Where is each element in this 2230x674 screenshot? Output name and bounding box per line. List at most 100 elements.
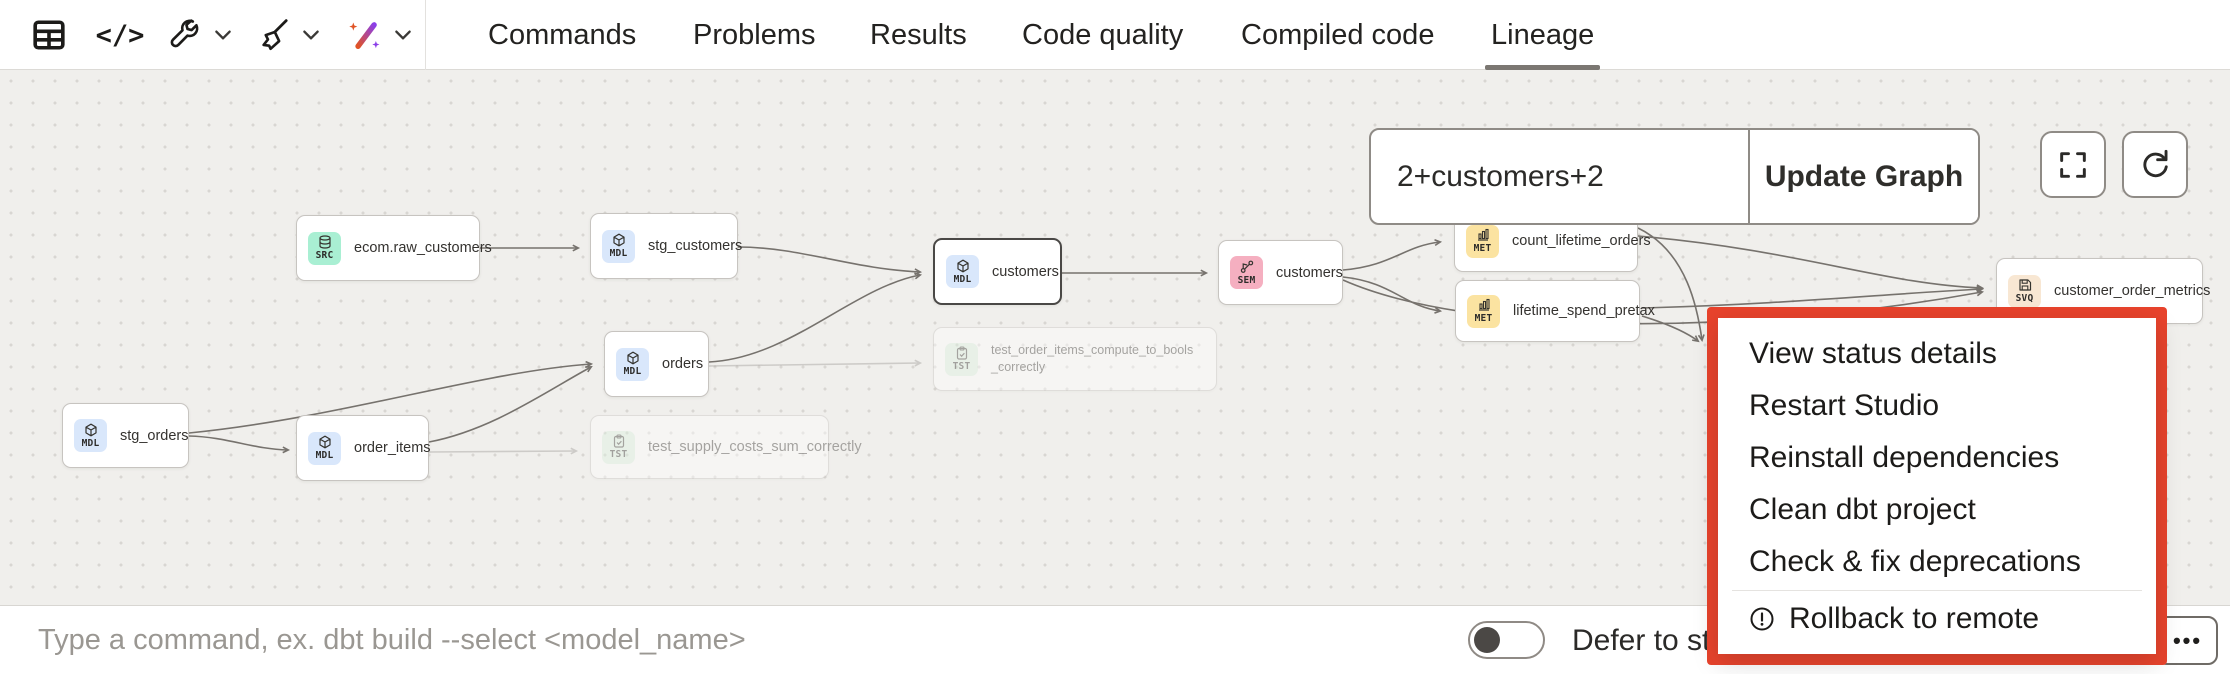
refresh-button[interactable] xyxy=(2122,131,2188,198)
cube-icon xyxy=(84,423,97,436)
badge-label: MDL xyxy=(623,366,642,377)
badge-label: MDL xyxy=(315,450,334,461)
update-graph-button[interactable]: Update Graph xyxy=(1750,130,1978,223)
tab-code-quality[interactable]: Code quality xyxy=(1022,0,1183,70)
clean-tools-button[interactable] xyxy=(252,0,294,70)
lineage-node-stg_orders[interactable]: MDL stg_orders xyxy=(62,403,189,468)
cube-icon xyxy=(626,351,639,365)
lineage-node-customers_model[interactable]: MDL customers xyxy=(933,238,1062,305)
fullscreen-button[interactable] xyxy=(2040,131,2106,198)
selector-value: 2+customers+2 xyxy=(1397,159,1604,193)
menu-item-reinstall-dependencies[interactable]: Reinstall dependencies xyxy=(1718,432,2156,484)
tab-lineage[interactable]: Lineage xyxy=(1484,0,1601,70)
menu-item-label: Restart Studio xyxy=(1749,388,1940,422)
table-view-button[interactable] xyxy=(24,0,74,70)
top-toolbar: </> xyxy=(0,0,2230,70)
node-type-badge-mdl: MDL xyxy=(308,431,341,465)
code-view-button[interactable]: </> xyxy=(95,0,145,70)
node-type-badge-svq: SVQ xyxy=(2008,274,2041,308)
defer-toggle[interactable] xyxy=(1468,621,1545,659)
node-label: stg_orders xyxy=(120,427,189,444)
badge-label: MET xyxy=(1473,243,1492,254)
node-type-badge-sem: SEM xyxy=(1230,256,1263,289)
menu-item-label: Reinstall dependencies xyxy=(1749,440,2060,474)
code-icon: </> xyxy=(95,19,145,51)
lineage-selector: 2+customers+2 Update Graph xyxy=(1369,128,1980,225)
command-input[interactable]: Type a command, ex. dbt build --select <… xyxy=(38,606,1338,674)
badge-label: SEM xyxy=(1237,274,1256,286)
tab-commands[interactable]: Commands xyxy=(488,0,636,70)
node-label: stg_customers xyxy=(648,238,743,254)
build-tools-dropdown[interactable] xyxy=(206,0,240,70)
node-label: test_order_items_compute_to_bools_correc… xyxy=(991,343,1194,374)
badge-label: MDL xyxy=(953,273,972,285)
tab-results[interactable]: Results xyxy=(870,0,967,70)
ai-assist-button[interactable] xyxy=(342,0,386,70)
node-type-badge-mdl: MDL xyxy=(946,255,979,288)
chevron-down-icon xyxy=(395,30,411,40)
more-options-button[interactable]: ••• xyxy=(2157,616,2218,665)
chevron-down-icon xyxy=(303,30,319,40)
node-type-badge-tst: TST xyxy=(945,342,978,376)
build-tools-button[interactable] xyxy=(164,0,206,70)
test-icon xyxy=(613,434,624,448)
wrench-icon xyxy=(170,19,199,48)
menu-item-check-fix-deprecations[interactable]: Check & fix deprecations xyxy=(1718,536,2156,588)
clean-tools-dropdown[interactable] xyxy=(294,0,328,70)
node-label: count_lifetime_orders xyxy=(1512,233,1651,249)
test-icon xyxy=(956,346,967,360)
warning-circle-icon xyxy=(1750,607,1774,630)
tab-compiled-code[interactable]: Compiled code xyxy=(1241,0,1434,70)
menu-item-label: Clean dbt project xyxy=(1749,492,1976,526)
menu-item-restart-studio[interactable]: Restart Studio xyxy=(1718,380,2156,432)
cube-icon xyxy=(956,259,969,272)
refresh-icon xyxy=(2143,149,2168,177)
broom-icon xyxy=(262,19,288,51)
tab-label: Code quality xyxy=(1022,18,1184,51)
tab-label: Commands xyxy=(488,18,637,51)
tab-label: Compiled code xyxy=(1241,18,1435,51)
lineage-node-orders[interactable]: MDL orders xyxy=(604,331,709,397)
node-type-badge-mdl: MDL xyxy=(616,347,649,381)
badge-label: SVQ xyxy=(2015,293,2034,304)
database-icon xyxy=(318,235,331,249)
tab-label: Lineage xyxy=(1491,18,1595,51)
node-label: orders xyxy=(662,356,704,372)
ai-assist-dropdown[interactable] xyxy=(386,0,420,70)
cube-icon xyxy=(612,233,625,247)
node-type-badge-tst: TST xyxy=(602,430,635,464)
tab-problems[interactable]: Problems xyxy=(693,0,816,70)
saved-query-icon xyxy=(2018,279,2031,291)
node-label: order_items xyxy=(354,440,431,456)
menu-item-view-status-details[interactable]: View status details xyxy=(1718,328,2156,380)
badge-label: MDL xyxy=(609,248,628,259)
node-label: ecom.raw_customers xyxy=(354,240,492,256)
selector-input[interactable]: 2+customers+2 xyxy=(1371,130,1750,223)
menu-item-clean-dbt-project[interactable]: Clean dbt project xyxy=(1718,484,2156,536)
lineage-node-stg_customers[interactable]: MDL stg_customers xyxy=(590,213,742,279)
node-type-badge-met: MET xyxy=(1467,294,1500,328)
node-label: test_supply_costs_sum_correctly xyxy=(648,439,862,455)
cube-icon xyxy=(318,435,331,449)
menu-item-label: View status details xyxy=(1749,336,1997,370)
tab-label: Problems xyxy=(693,18,816,51)
toggle-knob xyxy=(1474,626,1500,653)
active-tab-underline xyxy=(1484,65,1601,70)
tab-label: Results xyxy=(870,18,967,51)
node-label: customer_order_metrics xyxy=(2054,283,2211,299)
menu-item-rollback-to-remote[interactable]: Rollback to remote xyxy=(1718,593,2156,645)
metric-icon xyxy=(1477,228,1489,241)
toolbar-divider xyxy=(425,0,426,70)
lineage-node-test_supply_costs_sum_correctly[interactable]: TST test_supply_costs_sum_correctly xyxy=(590,415,862,479)
lineage-node-test_order_items_compute_to_bools_correctly[interactable]: TST test_order_items_compute_to_bools_cor… xyxy=(933,327,1217,391)
node-label: customers xyxy=(992,263,1059,280)
badge-label: TST xyxy=(952,361,971,372)
node-type-badge-mdl: MDL xyxy=(74,419,107,452)
command-placeholder: Type a command, ex. dbt build --select <… xyxy=(38,624,746,656)
lineage-node-order_items[interactable]: MDL order_items xyxy=(296,415,431,481)
